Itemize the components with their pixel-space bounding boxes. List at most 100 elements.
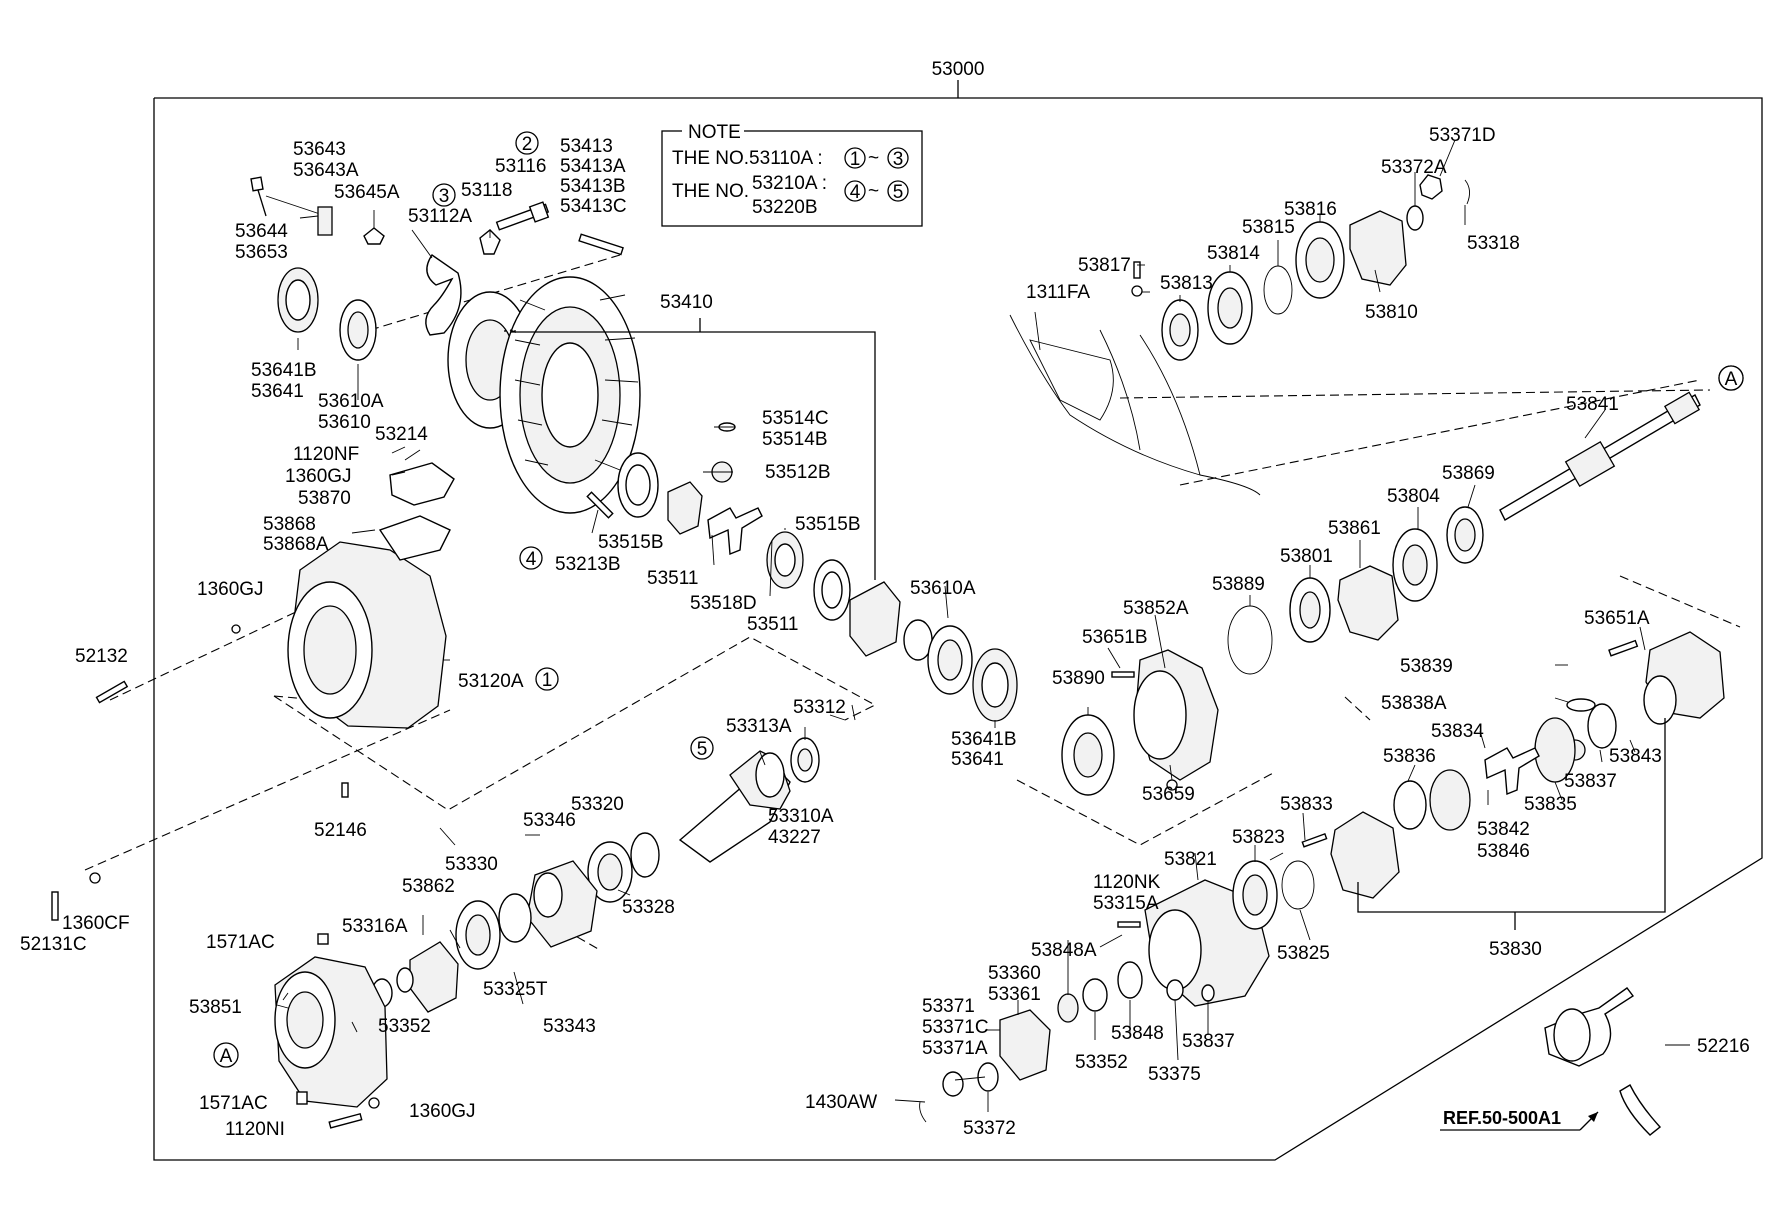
pinion-shaft-group [371,737,820,1013]
label-53851: 53851 [189,997,242,1018]
note-line2-prefix: THE NO. [672,181,749,202]
label-53869: 53869 [1442,463,1495,484]
label-53328: 53328 [622,897,675,918]
label-53810: 53810 [1365,302,1418,323]
label-53316A: 53316A [342,916,408,937]
label-1120NF: 1120NF [293,444,359,465]
label-53868A: 53868A [263,534,329,555]
label-53318: 53318 [1467,233,1520,254]
label-53834: 53834 [1431,721,1484,742]
label-53842: 53842 [1477,819,1530,840]
label-53848: 53848 [1111,1023,1164,1044]
ring-gear-53410 [447,276,876,580]
label-53315A: 53315A [1093,893,1159,914]
callout-4 [519,546,543,570]
callout-ref-a-left-text: A [220,1046,233,1067]
label-53651A: 53651A [1584,608,1650,629]
label-53868: 53868 [263,514,316,535]
label-1120NI: 1120NI [225,1119,285,1140]
label-53837-lower: 53837 [1182,1031,1235,1052]
note-line2-start: 4 [850,182,861,203]
label-53116: 53116 [495,156,546,177]
note-line1-prefix: THE NO.53110A : [672,148,823,169]
label-53862: 53862 [402,876,455,897]
label-1360GJ-left: 1360GJ [197,579,264,600]
label-53514C: 53514C [762,408,829,429]
differential-internals [586,422,1018,722]
left-bolts [51,624,349,921]
label-53825: 53825 [1277,943,1330,964]
label-53846: 53846 [1477,841,1530,862]
label-53821: 53821 [1164,849,1217,870]
label-53371D: 53371D [1429,125,1496,146]
callout-2-text: 2 [522,134,533,155]
label-52146: 52146 [314,820,367,841]
label-52132: 52132 [75,646,128,667]
label-53830: 53830 [1489,939,1542,960]
label-53410: 53410 [660,292,713,313]
label-53413A: 53413A [560,156,626,177]
label-53813: 53813 [1160,273,1213,294]
label-53213B: 53213B [555,554,621,575]
label-52216: 52216 [1697,1036,1750,1057]
note-line1-start: 1 [850,149,861,170]
label-53371C: 53371C [922,1017,989,1038]
callout-ref-a-right [1718,365,1744,391]
label-53352-left: 53352 [378,1016,431,1037]
carrier-housing-53120A [287,449,455,729]
front-output-group [919,860,1315,1123]
label-53214: 53214 [375,424,428,445]
label-53839: 53839 [1400,656,1453,677]
center-diff-group [1061,631,1725,930]
label-53610A-upper: 53610A [318,391,384,412]
label-53659: 53659 [1142,784,1195,805]
label-53651B: 53651B [1082,627,1148,648]
label-53330: 53330 [445,854,498,875]
label-ref: REF.50-500A1 [1443,1108,1561,1128]
label-53836: 53836 [1383,746,1436,767]
label-53816: 53816 [1284,199,1337,220]
output-shaft-53841 [1227,365,1744,675]
bearing-53641B-upper [277,267,319,333]
label-53413B: 53413B [560,176,626,197]
label-53413C: 53413C [560,196,627,217]
leader-lines [276,139,1690,1112]
note-line1-end: 3 [893,149,904,170]
label-1571AC-lower: 1571AC [199,1093,268,1114]
upper-left-hardware [250,176,624,336]
dashed-guides [84,254,1741,951]
label-53372A: 53372A [1381,157,1447,178]
label-53343: 53343 [543,1016,596,1037]
callout-ref-a-right-text: A [1725,369,1738,390]
bearing-53610A-upper [339,299,377,361]
label-53641B-upper: 53641B [251,360,317,381]
note-line2-tilde: ~ [868,181,879,202]
label-53890: 53890 [1052,668,1105,689]
label-53641B-lower: 53641B [951,729,1017,750]
callout-1-text: 1 [542,670,553,691]
label-53118: 53118 [461,180,512,201]
callout-3-text: 3 [439,186,450,207]
label-53644: 53644 [235,221,288,242]
label-1120NK: 1120NK [1093,872,1161,893]
ref-assembly-52216 [1440,987,1662,1136]
callout-5 [690,736,714,760]
label-53312: 53312 [793,697,846,718]
assembly-frame: 53000 [153,59,1763,1161]
label-52131C: 52131C [20,934,87,955]
label-53371A: 53371A [922,1038,988,1059]
callout-5-text: 5 [697,739,708,760]
label-53653: 53653 [235,242,288,263]
callout-2 [515,131,539,155]
part-labels: 53643 53643A 53645A 53644 53653 53118 53… [20,125,1750,1140]
transfer-case-group [1009,174,1470,496]
label-53841: 53841 [1566,394,1619,415]
label-53641-upper: 53641 [251,381,304,402]
label-53112A: 53112A [408,206,472,227]
note-line1-tilde: ~ [868,148,879,169]
note-line2-part-b: 53220B [752,197,818,218]
callouts: 2 3 4 1 5 A A [213,131,1744,1068]
note-line2-part-a: 53210A : [752,173,827,194]
label-53413: 53413 [560,136,613,157]
